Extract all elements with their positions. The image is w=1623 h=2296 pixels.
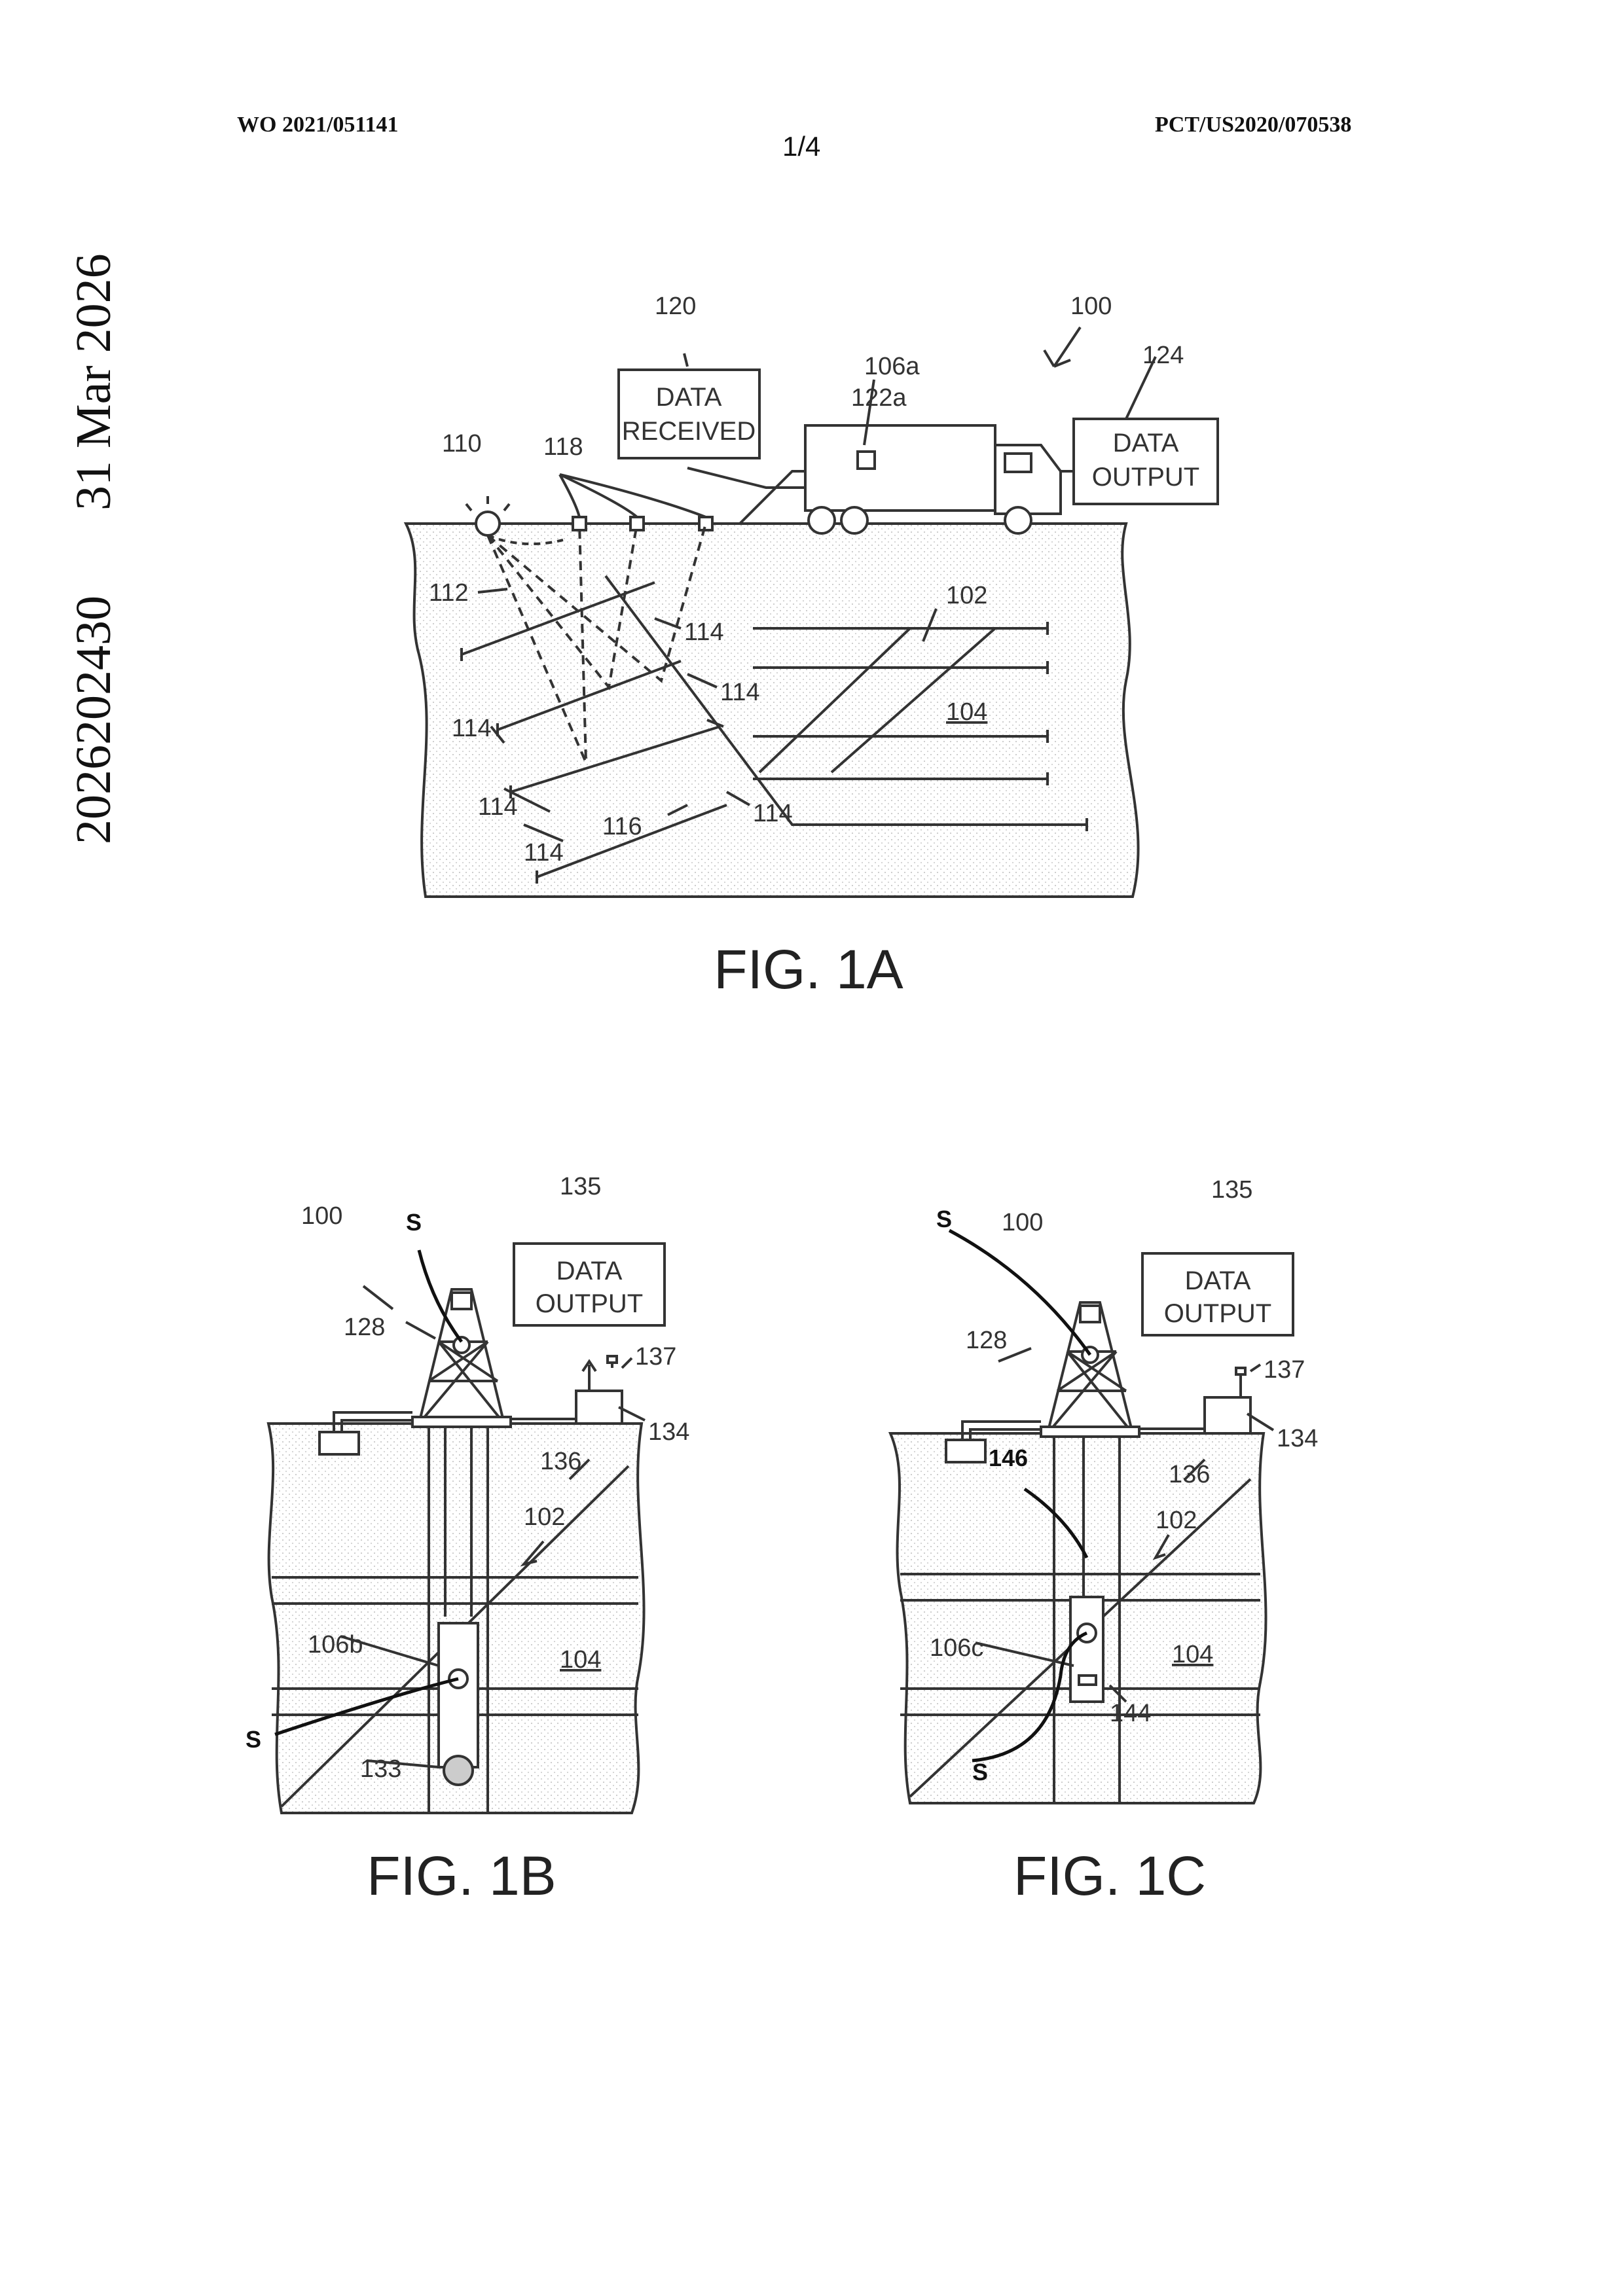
fig1c-caption: FIG. 1C (1013, 1845, 1206, 1907)
fig1c-label-100: 100 (1002, 1209, 1043, 1236)
fig1a-label-114e: 114 (524, 839, 564, 867)
fig1a-earth-section (406, 524, 1139, 897)
fig1c-label-s-top: S (936, 1206, 952, 1232)
fig1a-label-114d: 114 (478, 793, 518, 821)
fig1a-source (476, 512, 500, 535)
fig1b-caption: FIG. 1B (367, 1845, 556, 1907)
fig1a-label-114c: 114 (452, 715, 492, 742)
fig1b-label-137: 137 (635, 1343, 676, 1371)
fig1b-label-s-top: S (406, 1209, 422, 1236)
fig1a-caption: FIG. 1A (714, 939, 903, 1000)
fig1b-label-128: 128 (344, 1314, 385, 1341)
fig1b-box-output-line2: OUTPUT (536, 1289, 643, 1318)
fig1c-label-144: 144 (1110, 1700, 1151, 1727)
figure-1b (268, 1244, 665, 1813)
figure-1a (406, 327, 1218, 897)
fig1a-label-122a: 122a (851, 384, 907, 412)
fig1a-label-114b: 114 (720, 679, 760, 706)
fig1a-label-112: 112 (429, 579, 469, 607)
fig1a-label-106a: 106a (864, 353, 920, 380)
fig1b-label-100: 100 (301, 1202, 342, 1230)
fig1c-label-135: 135 (1211, 1176, 1252, 1204)
fig1c-label-128: 128 (966, 1327, 1007, 1354)
fig1a-label-124: 124 (1142, 342, 1184, 369)
fig1b-label-102: 102 (524, 1503, 565, 1531)
fig1a-label-110: 110 (442, 430, 482, 457)
fig1c-label-102: 102 (1156, 1507, 1197, 1534)
fig1b-label-134: 134 (648, 1418, 689, 1446)
fig1a-label-100: 100 (1070, 293, 1112, 320)
fig1a-label-120: 120 (655, 293, 696, 320)
fig1b-label-136: 136 (540, 1448, 581, 1475)
fig1b-label-s-bottom: S (246, 1726, 261, 1753)
fig1c-label-s-bottom: S (972, 1759, 988, 1785)
fig1c-box-output-line1: DATA (1185, 1266, 1251, 1295)
fig1c-label-134: 134 (1277, 1425, 1318, 1452)
fig1a-label-102: 102 (946, 582, 987, 609)
fig1c-label-106c: 106c (930, 1634, 983, 1662)
fig1a-label-118: 118 (543, 433, 583, 461)
fig1a-label-104: 104 (946, 698, 987, 726)
fig1a-label-116: 116 (602, 813, 642, 840)
fig1a-box-output-line1: DATA (1113, 429, 1179, 457)
fig1b-label-135: 135 (560, 1173, 601, 1200)
fig1b-label-106b: 106b (308, 1631, 363, 1659)
fig1a-box-received-line2: RECEIVED (622, 417, 756, 446)
fig1c-label-104: 104 (1172, 1641, 1213, 1668)
fig1b-label-133: 133 (360, 1755, 401, 1783)
fig1a-truck (805, 425, 1061, 533)
fig1c-label-146: 146 (989, 1444, 1028, 1471)
fig1c-label-137: 137 (1264, 1356, 1305, 1384)
fig1c-label-136: 136 (1169, 1461, 1210, 1488)
fig1b-box-output-line1: DATA (556, 1257, 623, 1285)
fig1c-box-output-line2: OUTPUT (1164, 1299, 1271, 1328)
fig1a-label-114a: 114 (684, 619, 724, 646)
fig1b-label-104: 104 (560, 1646, 601, 1674)
fig1a-label-114f: 114 (753, 800, 793, 827)
fig1a-box-received-line1: DATA (656, 383, 722, 412)
fig1a-box-output-line2: OUTPUT (1092, 463, 1199, 492)
